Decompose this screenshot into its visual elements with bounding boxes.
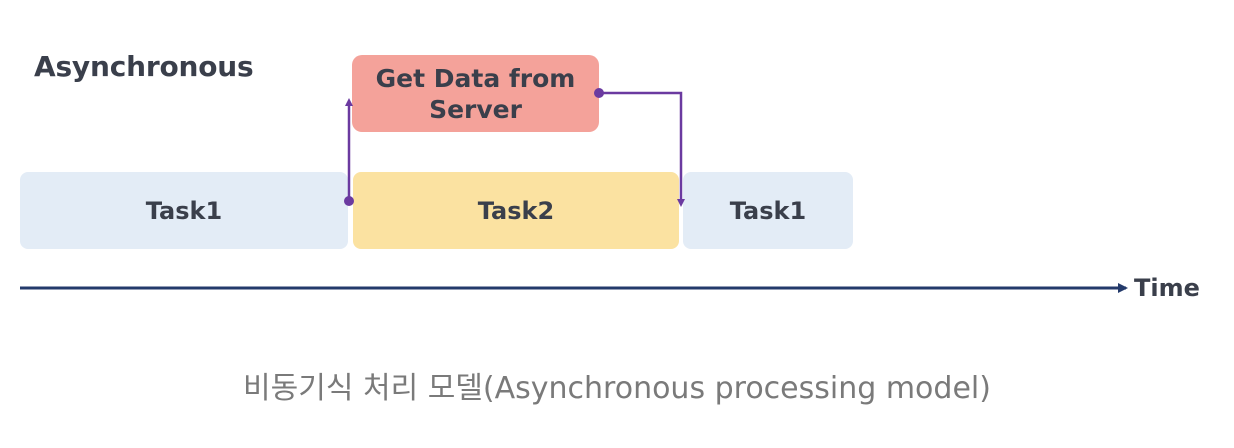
server-request-label: Get Data from Server: [375, 63, 576, 124]
response-start-dot: [594, 88, 604, 98]
task1-first-label: Task1: [145, 196, 223, 225]
response-arrow: [599, 91, 685, 207]
task1-second-label: Task1: [729, 196, 807, 225]
request-start-dot: [344, 196, 354, 206]
diagram-caption: 비동기식 처리 모델(Asynchronous processing model…: [243, 371, 991, 406]
task2-label: Task2: [477, 196, 555, 225]
server-request-block: Get Data from Server: [352, 55, 599, 132]
task2-block: Task2: [353, 172, 679, 249]
task1-block-first: Task1: [20, 172, 348, 249]
diagram-heading: Asynchronous: [34, 50, 254, 83]
time-axis-label: Time: [1134, 274, 1200, 302]
task1-block-second: Task1: [683, 172, 853, 249]
